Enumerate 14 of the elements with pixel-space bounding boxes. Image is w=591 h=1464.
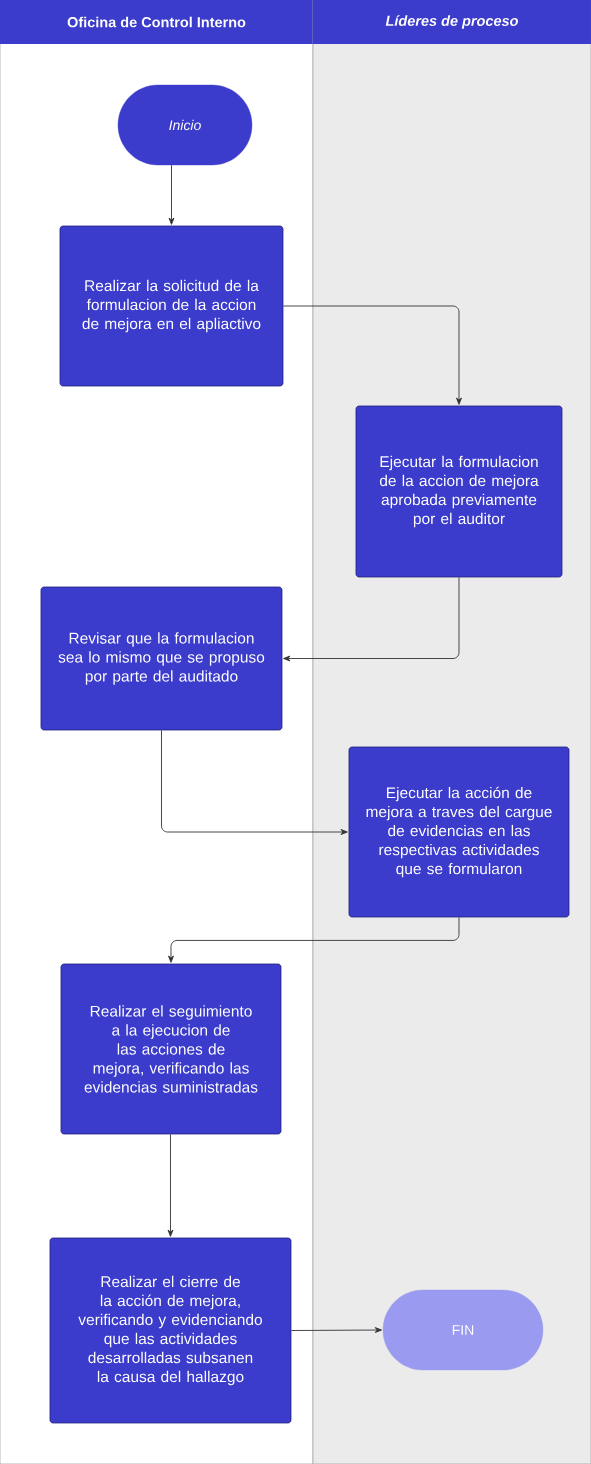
arrow (167, 1133, 174, 1237)
arrow (290, 1327, 382, 1333)
arrow (168, 916, 460, 963)
process-box: Ejecutar la acción de mejora a traves del cargue de evidencias en las respectivas actividades que se formularon (348, 746, 570, 918)
process-box: Realizar la solicitud de la formulacion de la accion de mejora en el apliactivo (59, 225, 284, 387)
arrow (282, 305, 462, 405)
process-box: Ejecutar la formulacion de la accion de mejora aprobada previamente por el auditor (355, 405, 563, 578)
arrow (161, 729, 348, 835)
arrow (168, 164, 175, 225)
process-box: Realizar el cierre de la acción de mejora, verificando y evidenciando que las actividades desarrolladas subsanen la causa del hallazgo (49, 1237, 292, 1424)
arrow (283, 576, 460, 662)
process-box: Revisar que la formulacion sea lo mismo que se propuso por parte del auditado (40, 586, 283, 731)
start-terminal: Inicio (117, 84, 253, 166)
process-box: Realizar el seguimiento a la ejecucion de las acciones de mejora, verificando las evidencias suministradas (60, 963, 282, 1135)
